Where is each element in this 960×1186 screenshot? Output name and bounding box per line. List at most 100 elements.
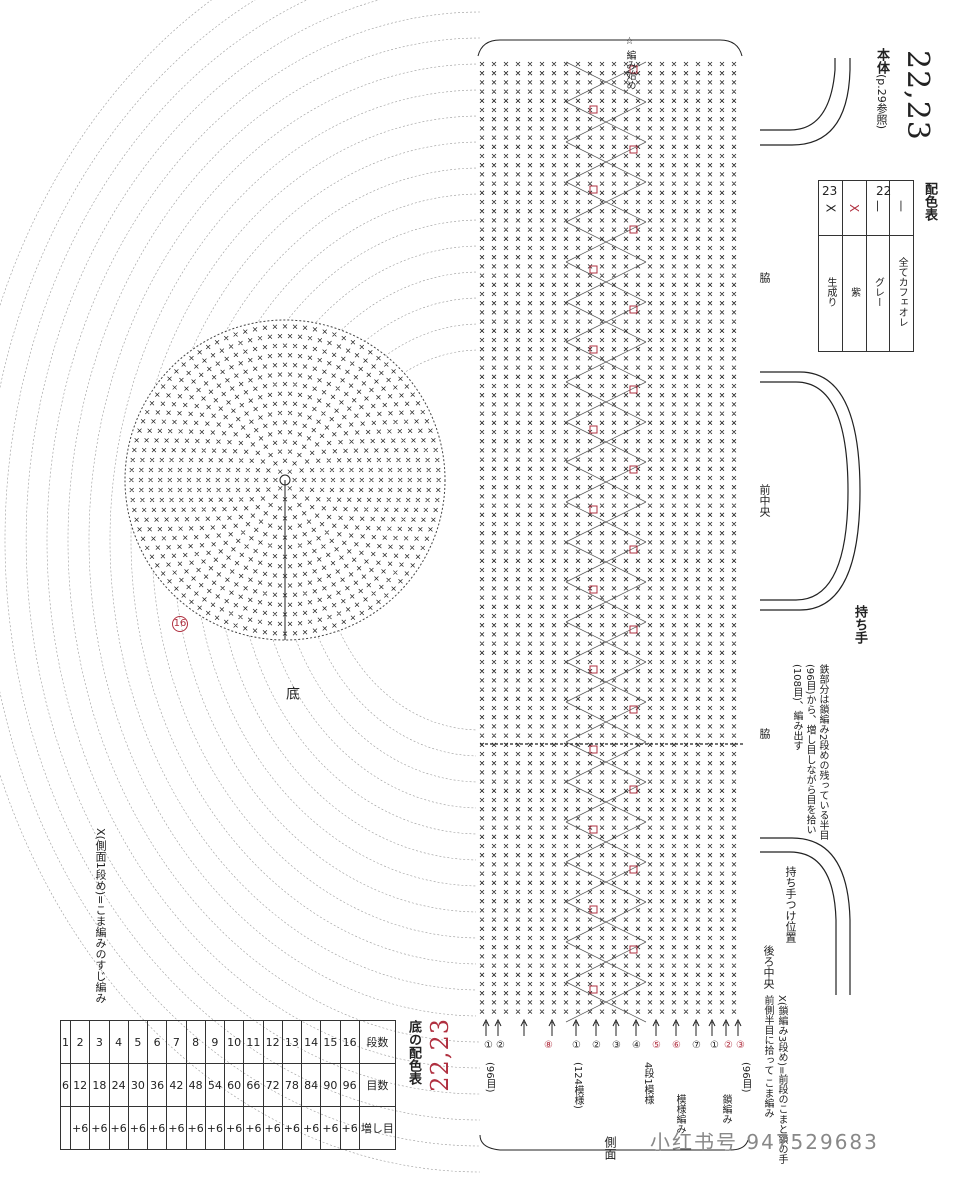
- accent-stitch: [629, 305, 638, 314]
- row-arrow: [494, 1018, 502, 1036]
- handle-loop-inner: [760, 381, 849, 601]
- bottom-table-cell: 1: [59, 1020, 72, 1064]
- row-marker: ②: [496, 1040, 505, 1051]
- accent-stitch: [589, 185, 598, 194]
- bottom-table-cell: 48: [185, 1063, 206, 1107]
- bottom-table-cell: 72: [262, 1063, 283, 1107]
- row-marker: ③: [612, 1040, 621, 1051]
- bottom-table-cell: 12: [262, 1020, 283, 1064]
- bottom-table-cell: 2: [70, 1020, 91, 1064]
- bottom-table-cell: 90: [320, 1063, 341, 1107]
- accent-stitch: [629, 145, 638, 154]
- row-arrow: [708, 1018, 716, 1036]
- bottom-table-cell: +6: [204, 1106, 226, 1150]
- grid-background: [476, 58, 744, 1018]
- stitch-count-96-right: (96目): [740, 1062, 751, 1093]
- bottom-table-cell: 14: [301, 1020, 322, 1064]
- accent-stitch: [629, 225, 638, 234]
- label-front-center: 前中央: [758, 484, 771, 517]
- accent-stitch: [629, 785, 638, 794]
- connection-arc: [172, 167, 481, 913]
- row-marker: ⑦: [692, 1040, 701, 1051]
- row-arrow: [632, 1018, 640, 1036]
- row-arrow: [520, 1018, 528, 1036]
- color-row-22a: 22: [876, 184, 892, 198]
- row-marker: ③: [736, 1040, 745, 1051]
- row-marker: ①: [710, 1040, 719, 1051]
- note-handle: 鉄部分は鎖編み2段めの残っている半目(96目)から、増し目しながら目を拾い(10…: [791, 664, 828, 841]
- bottom-table-title: 底の配色表: [406, 1020, 421, 1085]
- row-marker: ⑤: [652, 1040, 661, 1051]
- handle-end-top-inner: [760, 58, 851, 146]
- accent-stitch: [629, 865, 638, 874]
- handle-loop: [760, 371, 861, 611]
- bottom-table-cell: 11: [243, 1020, 264, 1064]
- bottom-table-cell: +6: [70, 1106, 91, 1150]
- row-marker: ①: [484, 1040, 493, 1051]
- bottom-table-cell: +6: [281, 1106, 303, 1150]
- accent-stitch: [629, 65, 638, 74]
- connection-arc: [235, 245, 481, 835]
- accent-stitch: [629, 945, 638, 954]
- label-handle: 持ち手: [852, 605, 867, 644]
- accent-stitch: [589, 105, 598, 114]
- bottom-table-cell: +6: [89, 1106, 110, 1150]
- bottom-table-cell: 96: [339, 1063, 360, 1107]
- bottom-table-cell: 18: [89, 1063, 110, 1107]
- pattern-cross-lines: [565, 61, 647, 1023]
- bottom-table-cell: 60: [224, 1063, 245, 1107]
- round-16-marker: 16: [172, 616, 188, 632]
- bottom-table-cell: 4: [108, 1020, 129, 1064]
- bottom-table-cell: +6: [243, 1106, 264, 1150]
- row-marker: ④: [632, 1040, 641, 1051]
- row-arrow: [672, 1018, 680, 1036]
- row-marker: ①: [572, 1040, 581, 1051]
- rows-per-pattern: 4段1模様: [642, 1062, 653, 1105]
- accent-stitch: [589, 505, 598, 514]
- label-side-a: 脇: [758, 272, 771, 283]
- label-side-b: 脇: [758, 728, 771, 739]
- accent-stitch: [629, 545, 638, 554]
- note-bottom: X(側面1段め)=こま編みのすじ編み: [94, 828, 107, 1004]
- bottom-table-cell: +6: [339, 1106, 360, 1150]
- row-arrow: [592, 1018, 600, 1036]
- color-table-title: 配色表: [922, 182, 937, 221]
- bottom-table-cell: 7: [166, 1020, 187, 1064]
- row-arrow: [612, 1018, 620, 1036]
- page-title: 22,23: [900, 50, 935, 141]
- bottom-table-cell: +6: [108, 1106, 129, 1150]
- bottom-table-cell: 78: [281, 1063, 303, 1107]
- handle-end-bottom-inner: [760, 851, 837, 995]
- bottom-table-cell: +6: [127, 1106, 149, 1150]
- label-back-center: 後ろ中央: [762, 945, 775, 989]
- label-side: 側面: [603, 1136, 617, 1160]
- bottom-table-cell: 66: [243, 1063, 264, 1107]
- bottom-table-number: 22,23: [426, 1018, 454, 1092]
- pattern-label: 模様編み: [674, 1094, 685, 1134]
- bottom-table-cell: +6: [166, 1106, 187, 1150]
- row-marker: ②: [724, 1040, 733, 1051]
- connection-arc: [109, 89, 481, 991]
- row-arrow: [734, 1018, 742, 1036]
- label-handle-position: 持ち手つけ位置: [784, 866, 797, 943]
- bottom-table-cell: [59, 1106, 72, 1150]
- accent-stitch: [589, 825, 598, 834]
- bottom-table-cell: 9: [204, 1020, 226, 1064]
- accent-stitch: [629, 705, 638, 714]
- accent-stitch: [589, 265, 598, 274]
- accent-stitch: [589, 905, 598, 914]
- connection-arc: [319, 349, 481, 731]
- stitch-count-96-left: (96目): [484, 1062, 495, 1093]
- connection-arc: [151, 141, 481, 939]
- row-arrow: [548, 1018, 556, 1036]
- bottom-table-cell: 54: [204, 1063, 226, 1107]
- row-marker: ⑥: [672, 1040, 681, 1051]
- bottom-table-header: 目数: [358, 1063, 397, 1107]
- bottom-table-cell: 42: [166, 1063, 187, 1107]
- row-arrow: [572, 1018, 580, 1036]
- bottom-table-cell: 6: [59, 1063, 72, 1107]
